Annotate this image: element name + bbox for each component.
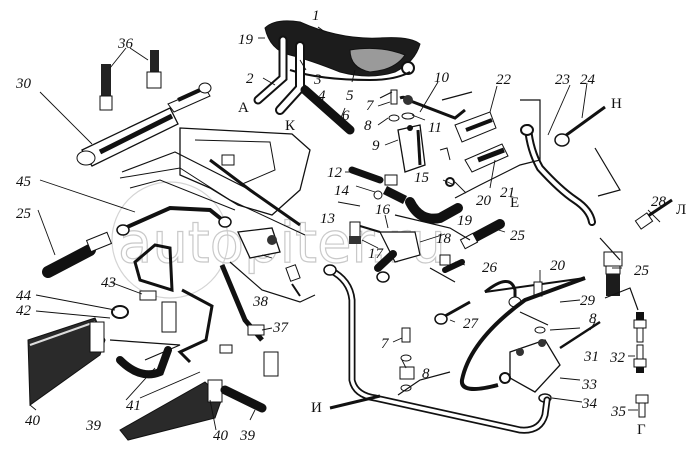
part-bracket-assembly (119, 127, 311, 236)
label-27: 27 (463, 316, 480, 332)
label-19-top: 19 (238, 32, 254, 48)
label-2: 2 (246, 71, 254, 87)
port-label-a: А (238, 100, 249, 116)
part-38-valve (237, 227, 301, 297)
port-label-i: И (311, 400, 322, 416)
part-25-hose-left (42, 231, 113, 278)
part-32-35-bolts (633, 312, 649, 418)
label-25-right: 25 (634, 263, 650, 279)
part-36-fittings (99, 50, 162, 111)
label-7-bottom: 7 (381, 336, 390, 352)
part-19-elbow-hose (382, 185, 463, 224)
part-12-14-fittings (348, 166, 398, 200)
label-7-top: 7 (366, 98, 375, 114)
part-25-adapter-right (603, 251, 623, 296)
label-31: 31 (583, 349, 599, 365)
label-33: 33 (581, 377, 597, 393)
part-24-fitting (554, 105, 606, 147)
part-30-cylinder (76, 82, 212, 167)
label-29: 29 (580, 293, 596, 309)
assembly-guide-lines (109, 91, 639, 396)
label-15: 15 (414, 170, 430, 186)
label-41: 41 (126, 398, 141, 414)
part-37-tee (219, 264, 279, 377)
label-12: 12 (327, 165, 343, 181)
label-39-left: 39 (85, 418, 102, 434)
port-label-n: Н (611, 96, 622, 112)
label-43: 43 (101, 275, 116, 291)
part-45-tube (116, 205, 232, 236)
leader-lines (29, 26, 661, 431)
part-9-valve-block (388, 89, 466, 173)
label-34: 34 (581, 396, 598, 412)
part-40-cylinder-left (27, 317, 106, 406)
label-40-right: 40 (213, 428, 229, 444)
label-40-left: 40 (25, 413, 41, 429)
port-label-k: К (285, 118, 296, 134)
label-3: 3 (313, 72, 322, 88)
label-36: 36 (117, 36, 134, 52)
part-28-fitting (634, 198, 673, 230)
part-26-fitting (439, 254, 465, 273)
port-label-e: Е (510, 195, 519, 211)
label-4: 4 (318, 88, 326, 104)
part-long-pipe (323, 264, 586, 434)
label-20-top: 20 (476, 193, 492, 209)
label-39-right: 39 (239, 428, 256, 444)
label-1: 1 (312, 8, 320, 24)
label-38: 38 (252, 294, 269, 310)
label-8-right: 8 (589, 311, 597, 327)
label-11: 11 (428, 120, 442, 136)
label-5: 5 (346, 88, 354, 104)
label-26: 26 (482, 260, 498, 276)
label-37: 37 (272, 320, 290, 336)
label-32: 32 (609, 350, 626, 366)
label-25-middle: 25 (510, 228, 526, 244)
part-39-hose-lower (220, 385, 267, 413)
label-9: 9 (372, 138, 380, 154)
label-35: 35 (610, 404, 627, 420)
port-label-g: Г (637, 422, 646, 438)
label-22: 22 (496, 72, 512, 88)
label-18: 18 (436, 231, 452, 247)
part-40-cylinder-lower (119, 379, 223, 441)
port-label-l: Л (676, 202, 686, 218)
label-23: 23 (555, 72, 570, 88)
label-21: 21 (500, 185, 515, 201)
label-45: 45 (16, 174, 32, 190)
part-18-tee (349, 221, 421, 283)
part-25-hose-middle (459, 219, 505, 250)
part-22-21-fittings (439, 111, 509, 187)
label-10: 10 (434, 70, 450, 86)
label-24: 24 (580, 72, 596, 88)
label-8-top: 8 (364, 118, 372, 134)
label-14: 14 (334, 183, 350, 199)
label-13: 13 (320, 211, 335, 227)
part-labels: 1 2 3 4 5 6 7 7 8 8 8 9 10 11 12 13 14 1… (15, 8, 667, 444)
part-triangle-pipe (133, 243, 214, 364)
part-39-hose-left (116, 346, 172, 379)
label-44: 44 (16, 288, 32, 304)
part-1-hose-assembly (253, 20, 421, 135)
label-19-middle: 19 (457, 213, 473, 229)
label-30: 30 (15, 76, 32, 92)
part-33-distributor (499, 320, 601, 403)
label-28: 28 (651, 194, 667, 210)
label-25-left: 25 (16, 206, 32, 222)
label-42: 42 (16, 303, 32, 319)
label-6: 6 (342, 108, 350, 124)
label-16: 16 (375, 202, 391, 218)
label-17: 17 (368, 246, 385, 262)
label-20-middle: 20 (550, 258, 566, 274)
label-8-bottom: 8 (422, 366, 430, 382)
part-23-pipe (520, 124, 596, 226)
part-43-44-42-fittings (111, 290, 157, 319)
port-labels: А К Е Н Л И Г (238, 96, 686, 438)
